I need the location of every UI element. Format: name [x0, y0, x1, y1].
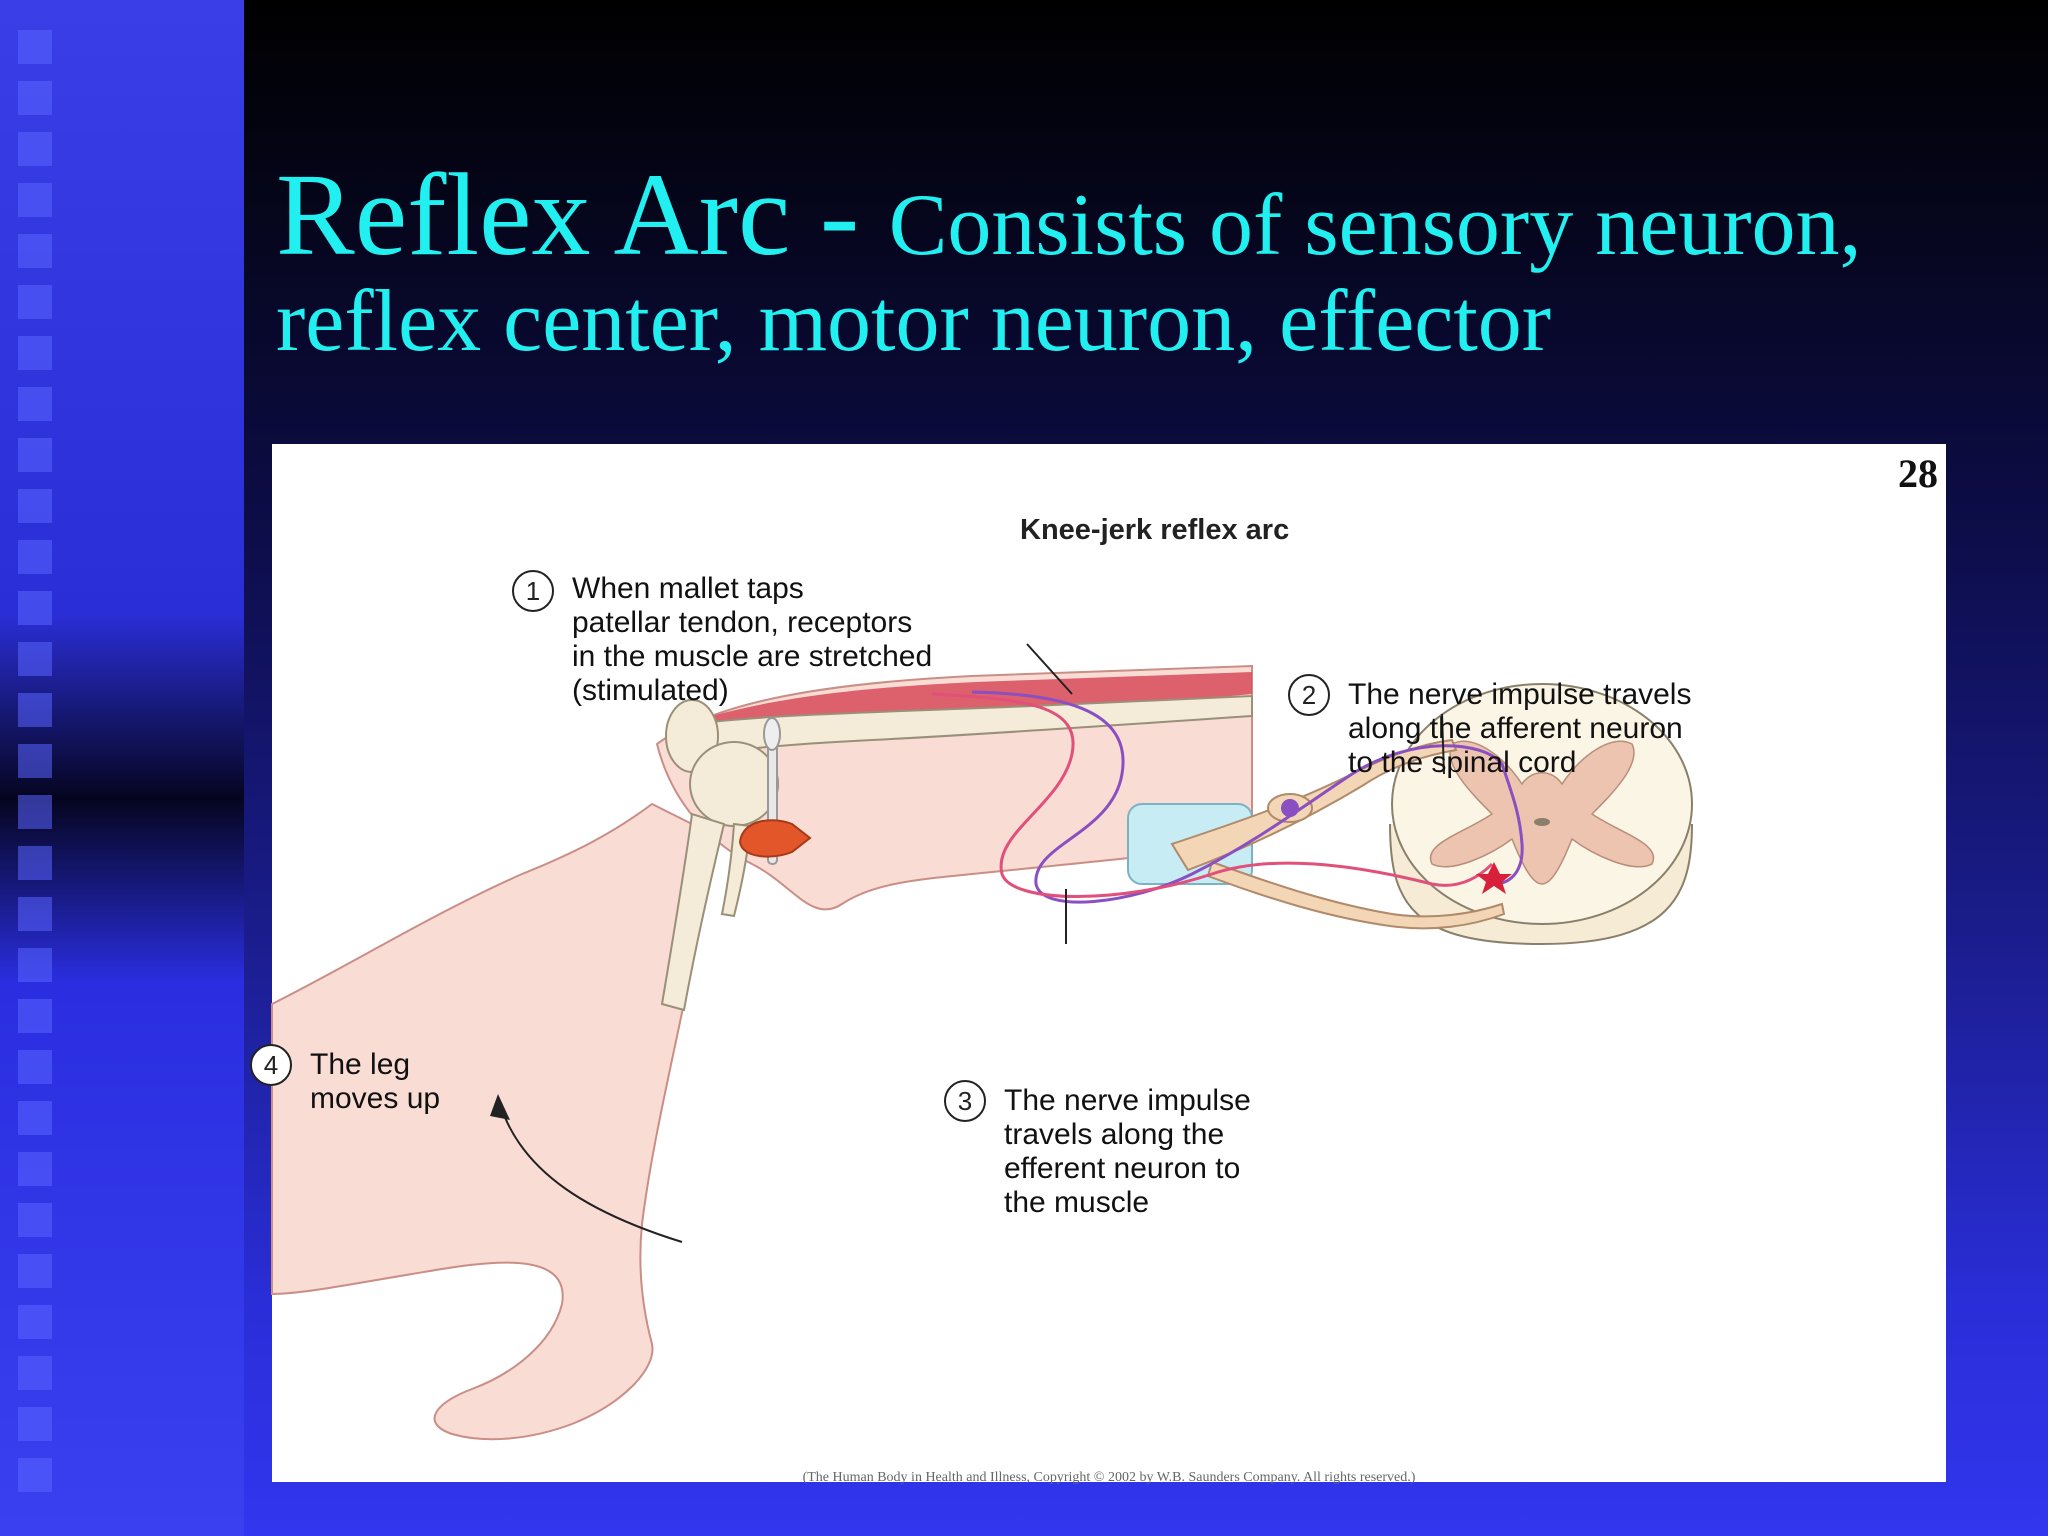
decorative-square	[18, 1458, 52, 1492]
decorative-squares	[18, 30, 54, 1509]
slide-title: Reflex Arc - Consists of sensory neuron,…	[276, 150, 2016, 371]
decorative-square	[18, 387, 52, 421]
knee-jerk-illustration	[271, 643, 1693, 1441]
left-decorative-band	[0, 0, 244, 1536]
decorative-square	[18, 234, 52, 268]
step-4-caption: The leg moves up	[310, 1048, 441, 1115]
femur-bone	[690, 694, 1253, 758]
decorative-square	[18, 540, 52, 574]
knee-joint	[689, 741, 779, 827]
ventral-root	[1206, 860, 1506, 930]
knee-jerk-figure: 28 Knee-jerk reflex arc 1 When mallet ta…	[250, 444, 1946, 1485]
leader-line-2	[1441, 713, 1445, 775]
afferent-neuron	[971, 690, 1524, 904]
step-3-caption: The nerve impulse travels along the effe…	[1004, 1084, 1251, 1219]
efferent-neuron	[931, 692, 1494, 898]
decorative-square	[18, 1152, 52, 1186]
decorative-square	[18, 132, 52, 166]
lower-leg	[271, 802, 705, 1441]
decorative-square	[18, 744, 52, 778]
decorative-square	[18, 693, 52, 727]
decorative-square	[18, 999, 52, 1033]
decorative-square	[18, 846, 52, 880]
decorative-square	[18, 1050, 52, 1084]
decorative-square	[18, 1305, 52, 1339]
decorative-square	[18, 795, 52, 829]
decorative-square	[18, 285, 52, 319]
figure-credit: (The Human Body in Health and Illness, C…	[802, 1470, 1416, 1485]
title-subtitle-line-2: reflex center, motor neuron, effector	[276, 272, 1552, 370]
tibia-bone	[660, 812, 726, 1012]
decorative-square	[18, 438, 52, 472]
decorative-square	[18, 30, 52, 64]
decorative-square	[18, 1254, 52, 1288]
decorative-square	[18, 642, 52, 676]
decorative-square	[18, 1101, 52, 1135]
step-2-caption: The nerve impulse travels along the affe…	[1348, 678, 1692, 779]
decorative-square	[18, 183, 52, 217]
decorative-square	[18, 1407, 52, 1441]
decorative-square	[18, 591, 52, 625]
mallet-head	[738, 819, 812, 858]
decorative-square	[18, 948, 52, 982]
title-main: Reflex Arc -	[276, 149, 889, 280]
decorative-square	[18, 1203, 52, 1237]
leader-line-1	[1026, 643, 1073, 695]
decorative-square	[18, 81, 52, 115]
page-number: 28	[1898, 451, 1938, 496]
mallet-handle-end	[763, 717, 781, 751]
arrow-head	[490, 1094, 510, 1120]
step-3-number: 3	[944, 1080, 986, 1122]
step-2-number: 2	[1288, 674, 1330, 716]
grey-matter	[1429, 740, 1655, 885]
step-4-number: 4	[250, 1044, 292, 1086]
central-canal	[1534, 818, 1550, 826]
step-1-number: 1	[512, 570, 554, 612]
decorative-square	[18, 1356, 52, 1390]
step-1-caption: When mallet taps patellar tendon, recept…	[572, 572, 933, 707]
figure-title: Knee-jerk reflex arc	[1020, 514, 1290, 546]
decorative-square	[18, 897, 52, 931]
title-subtitle-line-1: Consists of sensory neuron,	[888, 177, 1862, 274]
synapse	[1476, 862, 1512, 894]
decorative-square	[18, 489, 52, 523]
decorative-square	[18, 336, 52, 370]
leg-movement-arrow	[499, 1103, 683, 1243]
